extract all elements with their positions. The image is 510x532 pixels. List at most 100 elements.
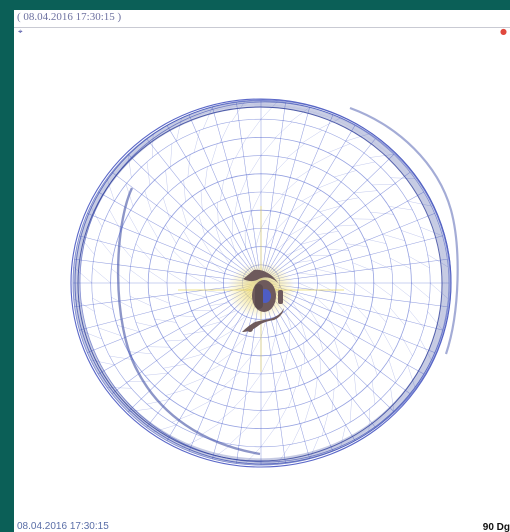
outer-ring-band	[78, 107, 444, 459]
mesh-cross-link	[260, 391, 273, 411]
mesh-cross-link	[219, 121, 231, 144]
mesh-cross-link	[189, 400, 211, 412]
mesh-cross-link	[336, 197, 359, 203]
mesh-cross-link	[198, 214, 205, 235]
mesh-cross-link	[309, 436, 320, 459]
3d-viewport[interactable]	[14, 28, 510, 532]
outer-ring-band	[74, 102, 448, 464]
mesh-cross-link	[148, 270, 168, 284]
mesh-cross-link	[79, 235, 95, 255]
mesh-cross-link	[369, 154, 394, 158]
mesh-cross-link	[351, 161, 376, 168]
mesh-cross-link	[283, 351, 288, 372]
status-timestamp: 08.04.2016 17:30:15	[17, 521, 109, 532]
pin-icon[interactable]: ⌖	[18, 27, 23, 36]
mesh-spoke	[212, 107, 262, 284]
mesh-cross-link	[165, 339, 188, 342]
mesh-cross-link	[309, 254, 331, 256]
sphere-scene[interactable]	[14, 28, 510, 532]
mesh-cross-link	[371, 305, 387, 323]
close-icon[interactable]: ●	[500, 27, 507, 36]
mesh-cross-link	[90, 205, 103, 228]
mesh-cross-link	[187, 154, 191, 178]
mesh-spoke	[188, 114, 262, 284]
mesh-cross-link	[154, 246, 170, 263]
mesh-cross-link	[317, 231, 339, 235]
mesh-cross-link	[210, 143, 218, 166]
mesh-cross-link	[209, 260, 226, 273]
mesh-cross-link	[219, 179, 224, 202]
mesh-cross-link	[146, 219, 159, 239]
mesh-cross-link	[146, 398, 171, 405]
mesh-cross-link	[167, 293, 189, 301]
mesh-cross-link	[209, 302, 230, 306]
mesh-cross-link	[285, 310, 292, 330]
mesh-cross-link	[229, 427, 248, 445]
mesh-spoke	[146, 138, 262, 284]
mesh-cross-link	[106, 178, 115, 202]
mesh-cross-link	[205, 290, 225, 294]
mesh-cross-link	[345, 243, 368, 248]
mesh-spoke	[260, 125, 356, 284]
mesh-cross-link	[272, 158, 289, 175]
mesh-cross-link	[408, 256, 430, 269]
mesh-cross-link	[125, 380, 150, 382]
mesh-cross-link	[319, 205, 341, 213]
mesh-cross-link	[419, 226, 443, 237]
mesh-cross-link	[172, 250, 189, 266]
mesh-cross-link	[311, 154, 333, 166]
mesh-spoke	[260, 107, 310, 284]
mesh-spoke	[111, 171, 262, 284]
mesh-cross-link	[298, 282, 317, 291]
mesh-cross-link	[125, 184, 134, 207]
mesh-cross-link	[291, 422, 303, 445]
angle-readout: 90 Dg	[482, 522, 510, 532]
mesh-cross-link	[217, 350, 235, 364]
mesh-cross-link	[251, 191, 262, 211]
mesh-cross-link	[321, 413, 329, 436]
mesh-cross-link	[266, 230, 278, 248]
mesh-cross-link	[248, 373, 262, 392]
mesh-cross-link	[218, 247, 230, 264]
mesh-spoke	[260, 114, 334, 284]
mesh-cross-link	[327, 143, 351, 153]
mesh-cross-link	[183, 377, 205, 387]
mesh-spoke	[79, 235, 262, 284]
mesh-cross-link	[181, 205, 188, 227]
mesh-cross-link	[372, 184, 397, 186]
mesh-cross-link	[419, 338, 432, 361]
mesh-cross-link	[98, 327, 121, 336]
mesh-cross-link	[286, 143, 305, 159]
mesh-cross-link	[238, 355, 253, 372]
mesh-cross-link	[171, 413, 195, 423]
mesh-cross-link	[109, 355, 134, 360]
mesh-spoke	[260, 154, 395, 284]
mesh-cross-link	[79, 329, 103, 340]
mesh-cross-link	[201, 321, 222, 328]
mesh-cross-link	[334, 339, 341, 361]
outer-ring-band	[72, 100, 450, 466]
mesh-cross-link	[303, 342, 305, 364]
mesh-spoke	[166, 125, 262, 284]
mesh-cross-link	[111, 268, 130, 284]
mesh-cross-link	[309, 310, 321, 328]
mesh-cross-link	[260, 355, 271, 375]
mesh-cross-link	[217, 407, 236, 423]
mesh-cross-link	[106, 387, 132, 389]
mesh-spoke	[260, 171, 411, 284]
mesh-cross-link	[235, 137, 247, 159]
mesh-spoke	[98, 191, 262, 284]
mesh-cross-link	[152, 133, 154, 158]
mesh-cross-link	[287, 202, 305, 216]
mesh-cross-link	[388, 206, 413, 211]
mesh-cross-link	[373, 282, 393, 297]
mesh-cross-link	[165, 388, 188, 396]
sphere-wireframe-mesh	[72, 100, 450, 466]
mesh-spoke	[260, 102, 286, 284]
mesh-cross-link	[193, 130, 201, 153]
mesh-cross-link	[239, 174, 249, 195]
mesh-cross-link	[334, 170, 357, 178]
mesh-cross-link	[246, 210, 252, 231]
mesh-cross-link	[181, 353, 203, 361]
mesh-cross-link	[191, 254, 207, 270]
